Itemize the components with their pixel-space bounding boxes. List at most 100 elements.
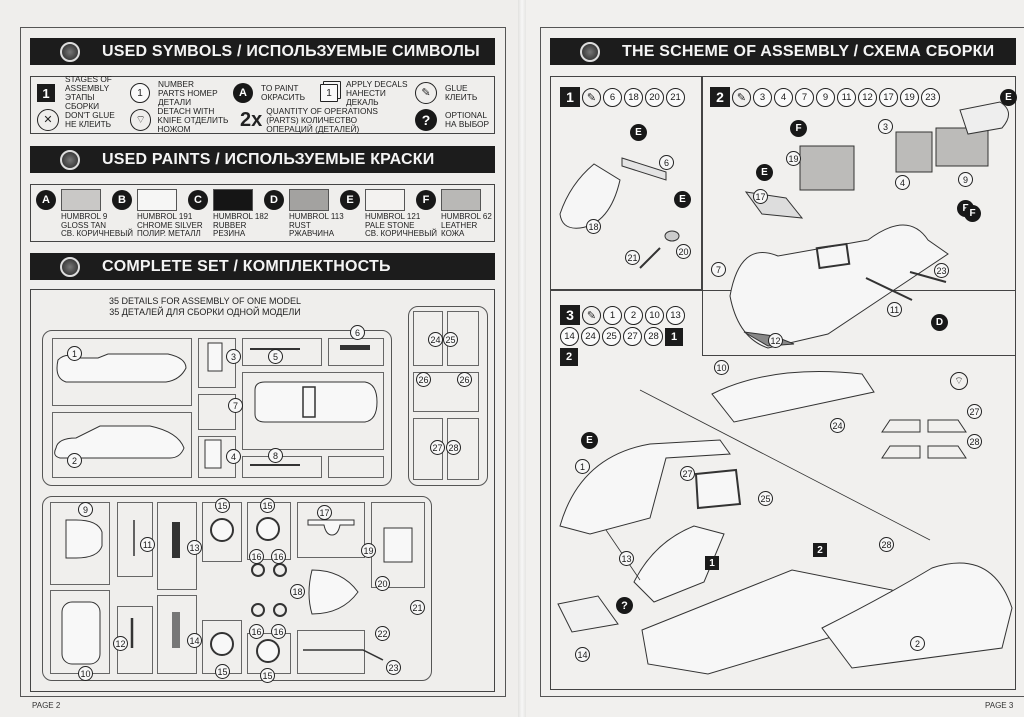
part-number-badge: 13 <box>666 305 685 325</box>
stage-2-badge: 2 <box>710 87 730 107</box>
part-number-label: 23 <box>934 263 949 278</box>
paint-brush-icon: A <box>233 83 253 103</box>
stage-3-badge: 3 <box>560 305 580 325</box>
paint-label-line: РЖАВЧИНА <box>289 229 335 239</box>
part-number-label: 18 <box>586 219 601 234</box>
part-13-shape <box>172 522 180 558</box>
part-number-label: 21 <box>625 250 640 265</box>
roof-10 <box>711 371 875 423</box>
part-number-label: 14 <box>575 647 590 662</box>
assembly-banner: THE SCHEME OF ASSEMBLY / СХЕМА СБОРКИ <box>550 38 1016 65</box>
page-2-footer: PAGE 2 <box>32 701 61 710</box>
window-28 <box>881 445 967 459</box>
part-number-badge: 12 <box>858 87 877 107</box>
wheel-part <box>210 518 234 542</box>
tyre-part <box>273 563 287 577</box>
part-number-label: 7 <box>711 262 726 277</box>
brand-logo-icon <box>60 149 80 170</box>
substage-badge: 1 <box>665 327 683 346</box>
part-number-badge: 3 <box>753 87 772 107</box>
part-number-label: 12 <box>768 333 783 348</box>
symbols-title: USED SYMBOLS / ИСПОЛЬЗУЕМЫЕ СИМВОЛЫ <box>102 42 480 60</box>
stage-1-badge: 1 <box>560 87 580 107</box>
no-glue-icon: ✕ <box>37 109 59 131</box>
part-number-label: 10 <box>78 666 93 681</box>
symbol-glue: ✎ GLUE КЛЕИТЬ <box>415 80 495 106</box>
part-number-label: 16 <box>249 549 264 564</box>
symbol-stage: 1 STAGES OF ASSEMBLY ЭТАПЫ СБОРКИ <box>37 75 132 111</box>
tyre-part <box>251 563 265 577</box>
part-number-label: 27 <box>967 404 982 419</box>
knife-icon: ⌔ <box>950 372 968 390</box>
part-number-label: 15 <box>260 498 275 513</box>
symbol-quantity: 2x QUANTITY OF OPERATIONS (PARTS) КОЛИЧЕ… <box>240 105 378 134</box>
paints-banner: USED PAINTS / ИСПОЛЬЗУЕМЫЕ КРАСКИ <box>30 146 495 173</box>
complete-set-box <box>30 289 495 692</box>
part-23 <box>909 271 947 283</box>
optional-icon: ? <box>616 597 633 614</box>
part-19-shape <box>383 527 413 563</box>
paint-e-callout-icon: E <box>674 191 691 208</box>
part-17-shape <box>307 519 355 536</box>
tyre-part <box>251 603 265 617</box>
part-number-label: 17 <box>753 189 768 204</box>
front-13 <box>633 525 725 603</box>
tyre-part <box>273 603 287 617</box>
substage-badge: 2 <box>813 543 827 557</box>
knife-icon: ⌔ <box>130 109 152 131</box>
paint-f-icon: F <box>416 190 436 210</box>
glue-icon: ✎ <box>582 87 601 107</box>
symbols-legend <box>30 76 495 134</box>
part-10-shape <box>61 601 101 665</box>
complete-set-banner: COMPLETE SET / КОМПЛЕКТНОСТЬ <box>30 253 495 280</box>
brand-logo-icon <box>60 41 80 62</box>
page-fold <box>518 0 526 717</box>
part-number-badge: 27 <box>623 327 642 346</box>
part-number-badge: 20 <box>645 87 664 107</box>
optional-icon: ? <box>415 109 437 131</box>
glue-icon: ✎ <box>582 305 601 325</box>
part-number-label: 15 <box>260 668 275 683</box>
part-number-label: 6 <box>350 325 365 340</box>
part-number-label: 14 <box>187 633 202 648</box>
part-number-badge: 14 <box>560 327 579 346</box>
part-9-shape <box>65 519 103 559</box>
wheel-part <box>256 639 280 663</box>
part-14-shape <box>172 612 180 648</box>
paint-a-icon: A <box>36 190 56 210</box>
part-number-label: 21 <box>410 600 425 615</box>
paint-label-line: HUMBROL 113 <box>289 212 344 221</box>
chassis-part-7 <box>254 381 378 423</box>
part-number-label: 17 <box>317 505 332 520</box>
windshield-25 <box>694 468 742 510</box>
seat-19 <box>799 145 855 191</box>
paint-label-line: СВ. КОРИЧНЕВЫЙ <box>365 229 438 239</box>
part-number-label: 28 <box>967 434 982 449</box>
body-right-side-part <box>54 425 185 459</box>
hood-part-18 <box>559 163 621 229</box>
paint-c-icon: C <box>188 190 208 210</box>
chassis-hole <box>302 386 316 418</box>
part-number-circle-icon: 1 <box>130 83 150 103</box>
part-number-label: 28 <box>879 537 894 552</box>
paint-label-line: RUST <box>289 220 311 230</box>
brand-logo-icon <box>60 256 80 277</box>
part-number-label: 3 <box>226 349 241 364</box>
paint-f-callout-icon: F <box>964 205 981 222</box>
part-number-label: 1 <box>575 459 590 474</box>
details-count-text: 35 DETAILS FOR ASSEMBLY OF ONE MODEL 35 … <box>108 296 302 317</box>
part-number-label: 27 <box>430 440 445 455</box>
part-number-label: 9 <box>78 502 93 517</box>
paint-label-line: КОЖА <box>441 229 465 239</box>
wheel-part <box>256 517 280 541</box>
paint-label-line: HUMBROL 62 <box>441 212 492 221</box>
symbol-decals: 1 APPLY DECALS НАНЕСТИ ДЕКАЛЬ <box>320 79 420 106</box>
page-3-footer: PAGE 3 <box>985 701 1014 710</box>
part-number-label: 15 <box>215 498 230 513</box>
body-right-2 <box>821 562 1013 669</box>
